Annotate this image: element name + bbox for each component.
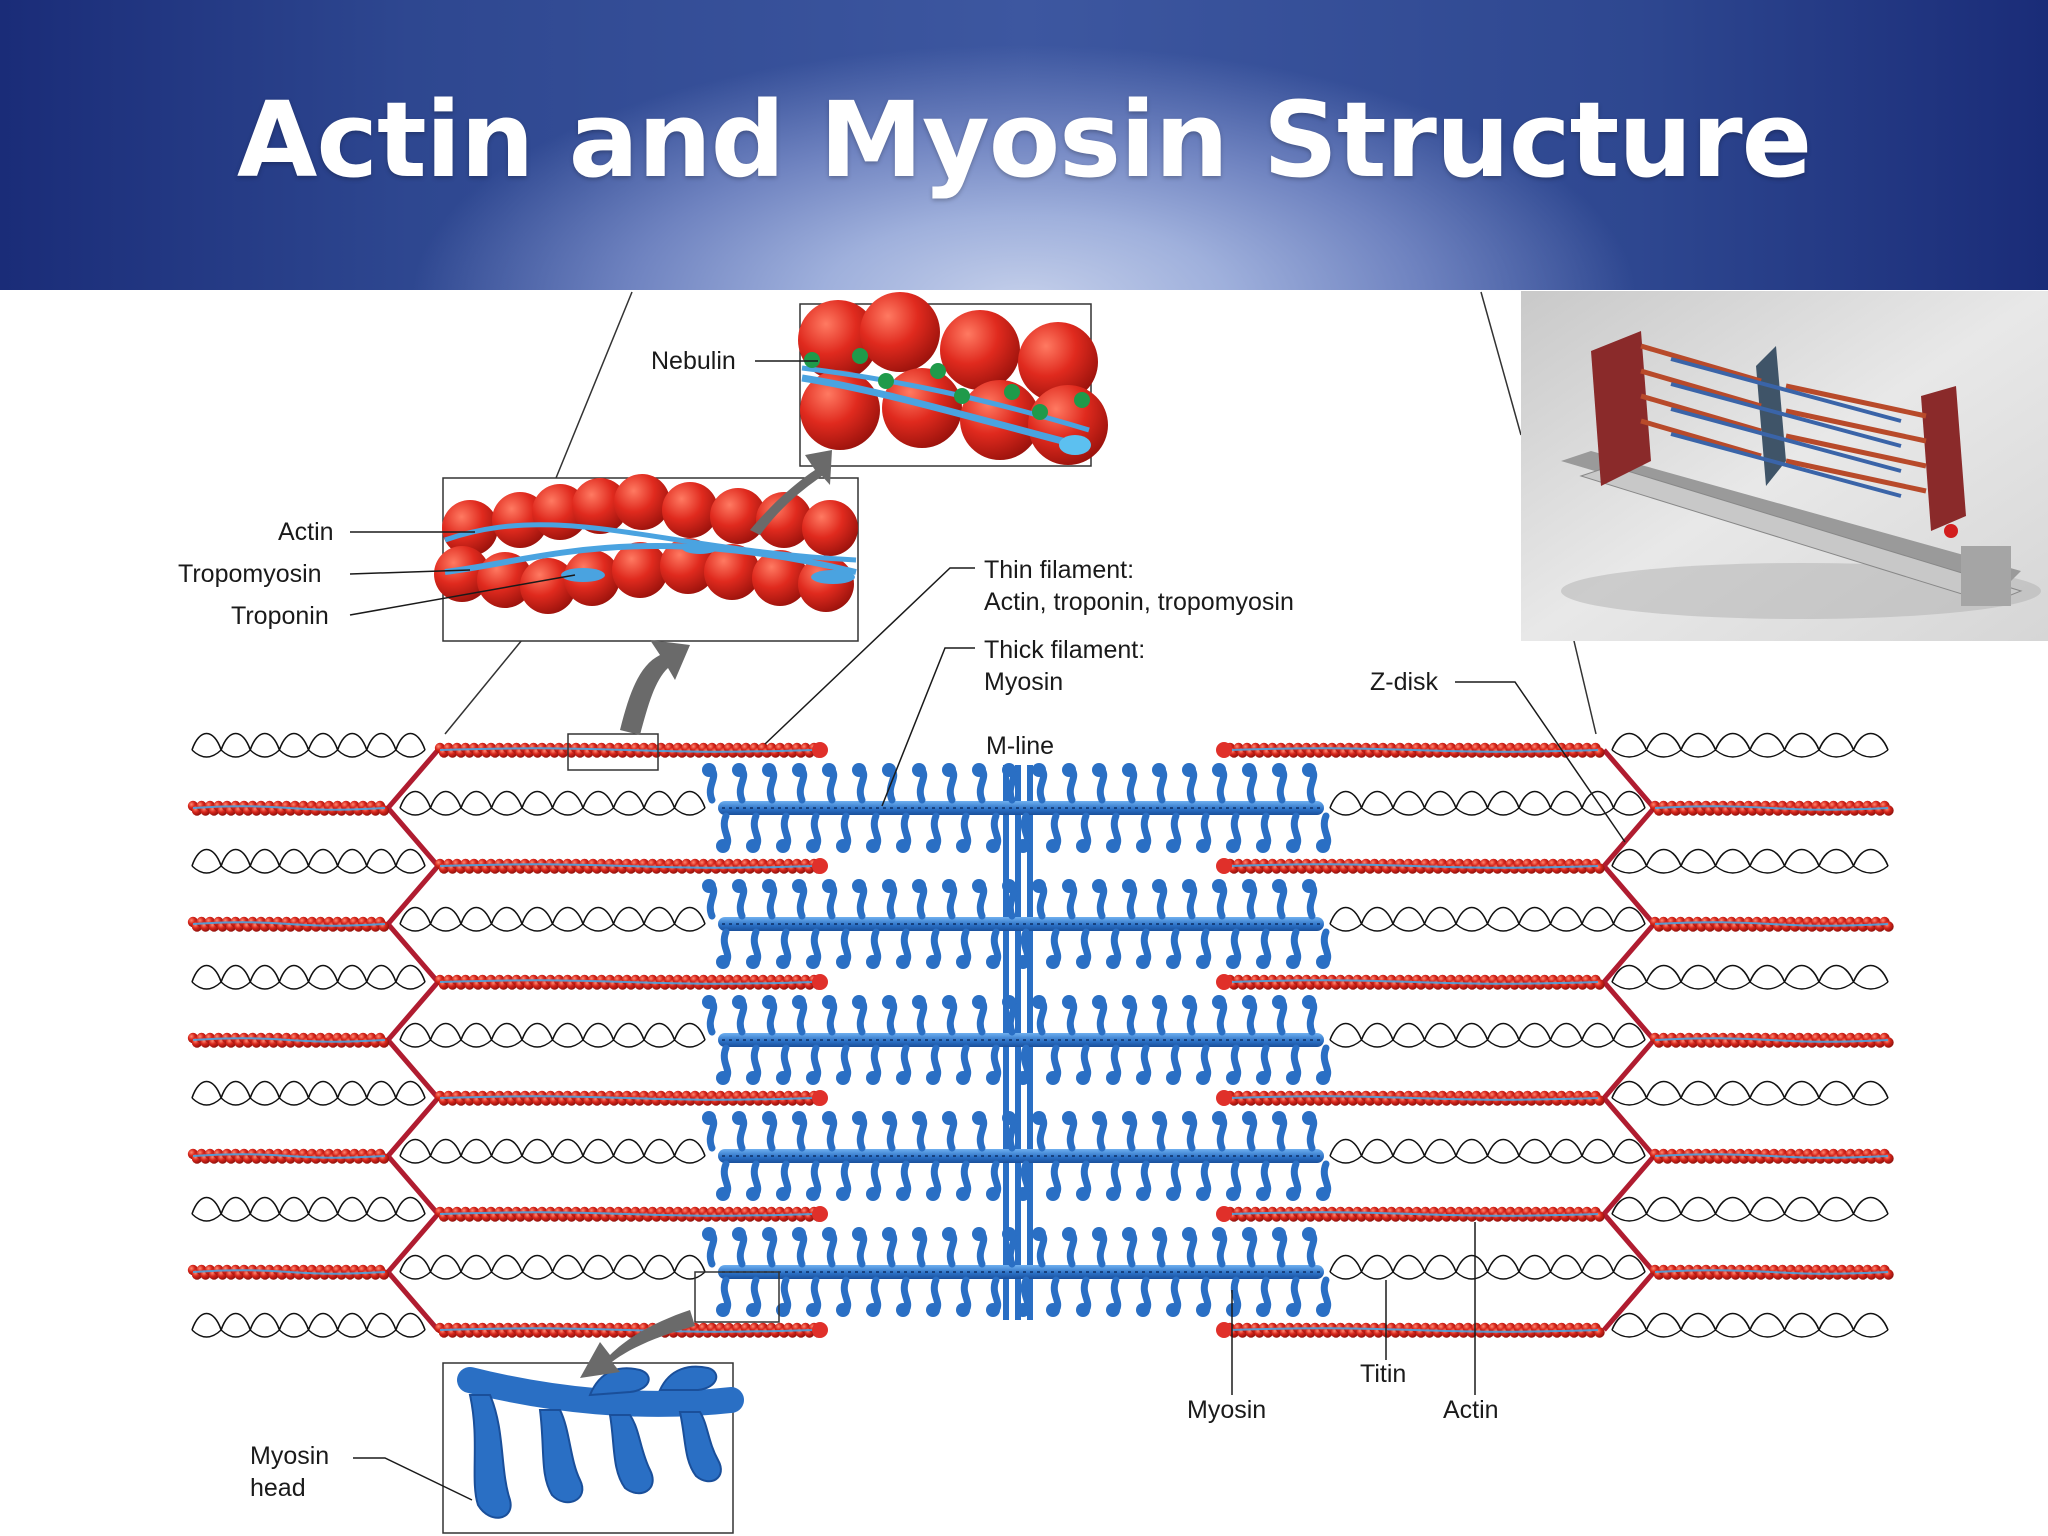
zoom-arrows <box>580 450 832 1378</box>
label-troponin: Troponin <box>231 602 329 630</box>
leader-lines <box>349 360 1626 1501</box>
label-actin-inset: Actin <box>278 518 334 546</box>
titin-springs <box>191 732 1889 1338</box>
actin-inset <box>434 474 859 642</box>
label-titin: Titin <box>1360 1360 1406 1388</box>
title-banner <box>0 0 2048 290</box>
label-m-line: M-line <box>986 732 1054 760</box>
label-myosin-head: Myosin <box>250 1442 329 1470</box>
label-myosin: Myosin <box>1187 1396 1266 1424</box>
sarcomere-3d-model-photo <box>1521 291 2048 641</box>
label-tropomyosin: Tropomyosin <box>178 560 322 588</box>
myosin-head-zoom-box <box>694 1271 780 1323</box>
label-thin-filament: Thin filament: <box>984 556 1134 584</box>
thick-filaments <box>702 763 1332 1317</box>
thin-filament-zoom-box <box>567 733 659 771</box>
label-thick-filament: Thick filament: <box>984 636 1145 664</box>
nebulin-inset <box>798 292 1108 467</box>
thin-filaments <box>187 742 1894 1338</box>
label-nebulin: Nebulin <box>651 347 736 375</box>
label-z-disk: Z-disk <box>1370 668 1439 696</box>
slide-title: Actin and Myosin Structure <box>236 79 1812 201</box>
myosin-head-inset <box>442 1362 744 1534</box>
label-myosin-head-2: head <box>250 1474 306 1502</box>
label-actin: Actin <box>1443 1396 1499 1424</box>
label-thick-filament-detail: Myosin <box>984 668 1063 696</box>
label-thin-filament-detail: Actin, troponin, tropomyosin <box>984 588 1294 616</box>
